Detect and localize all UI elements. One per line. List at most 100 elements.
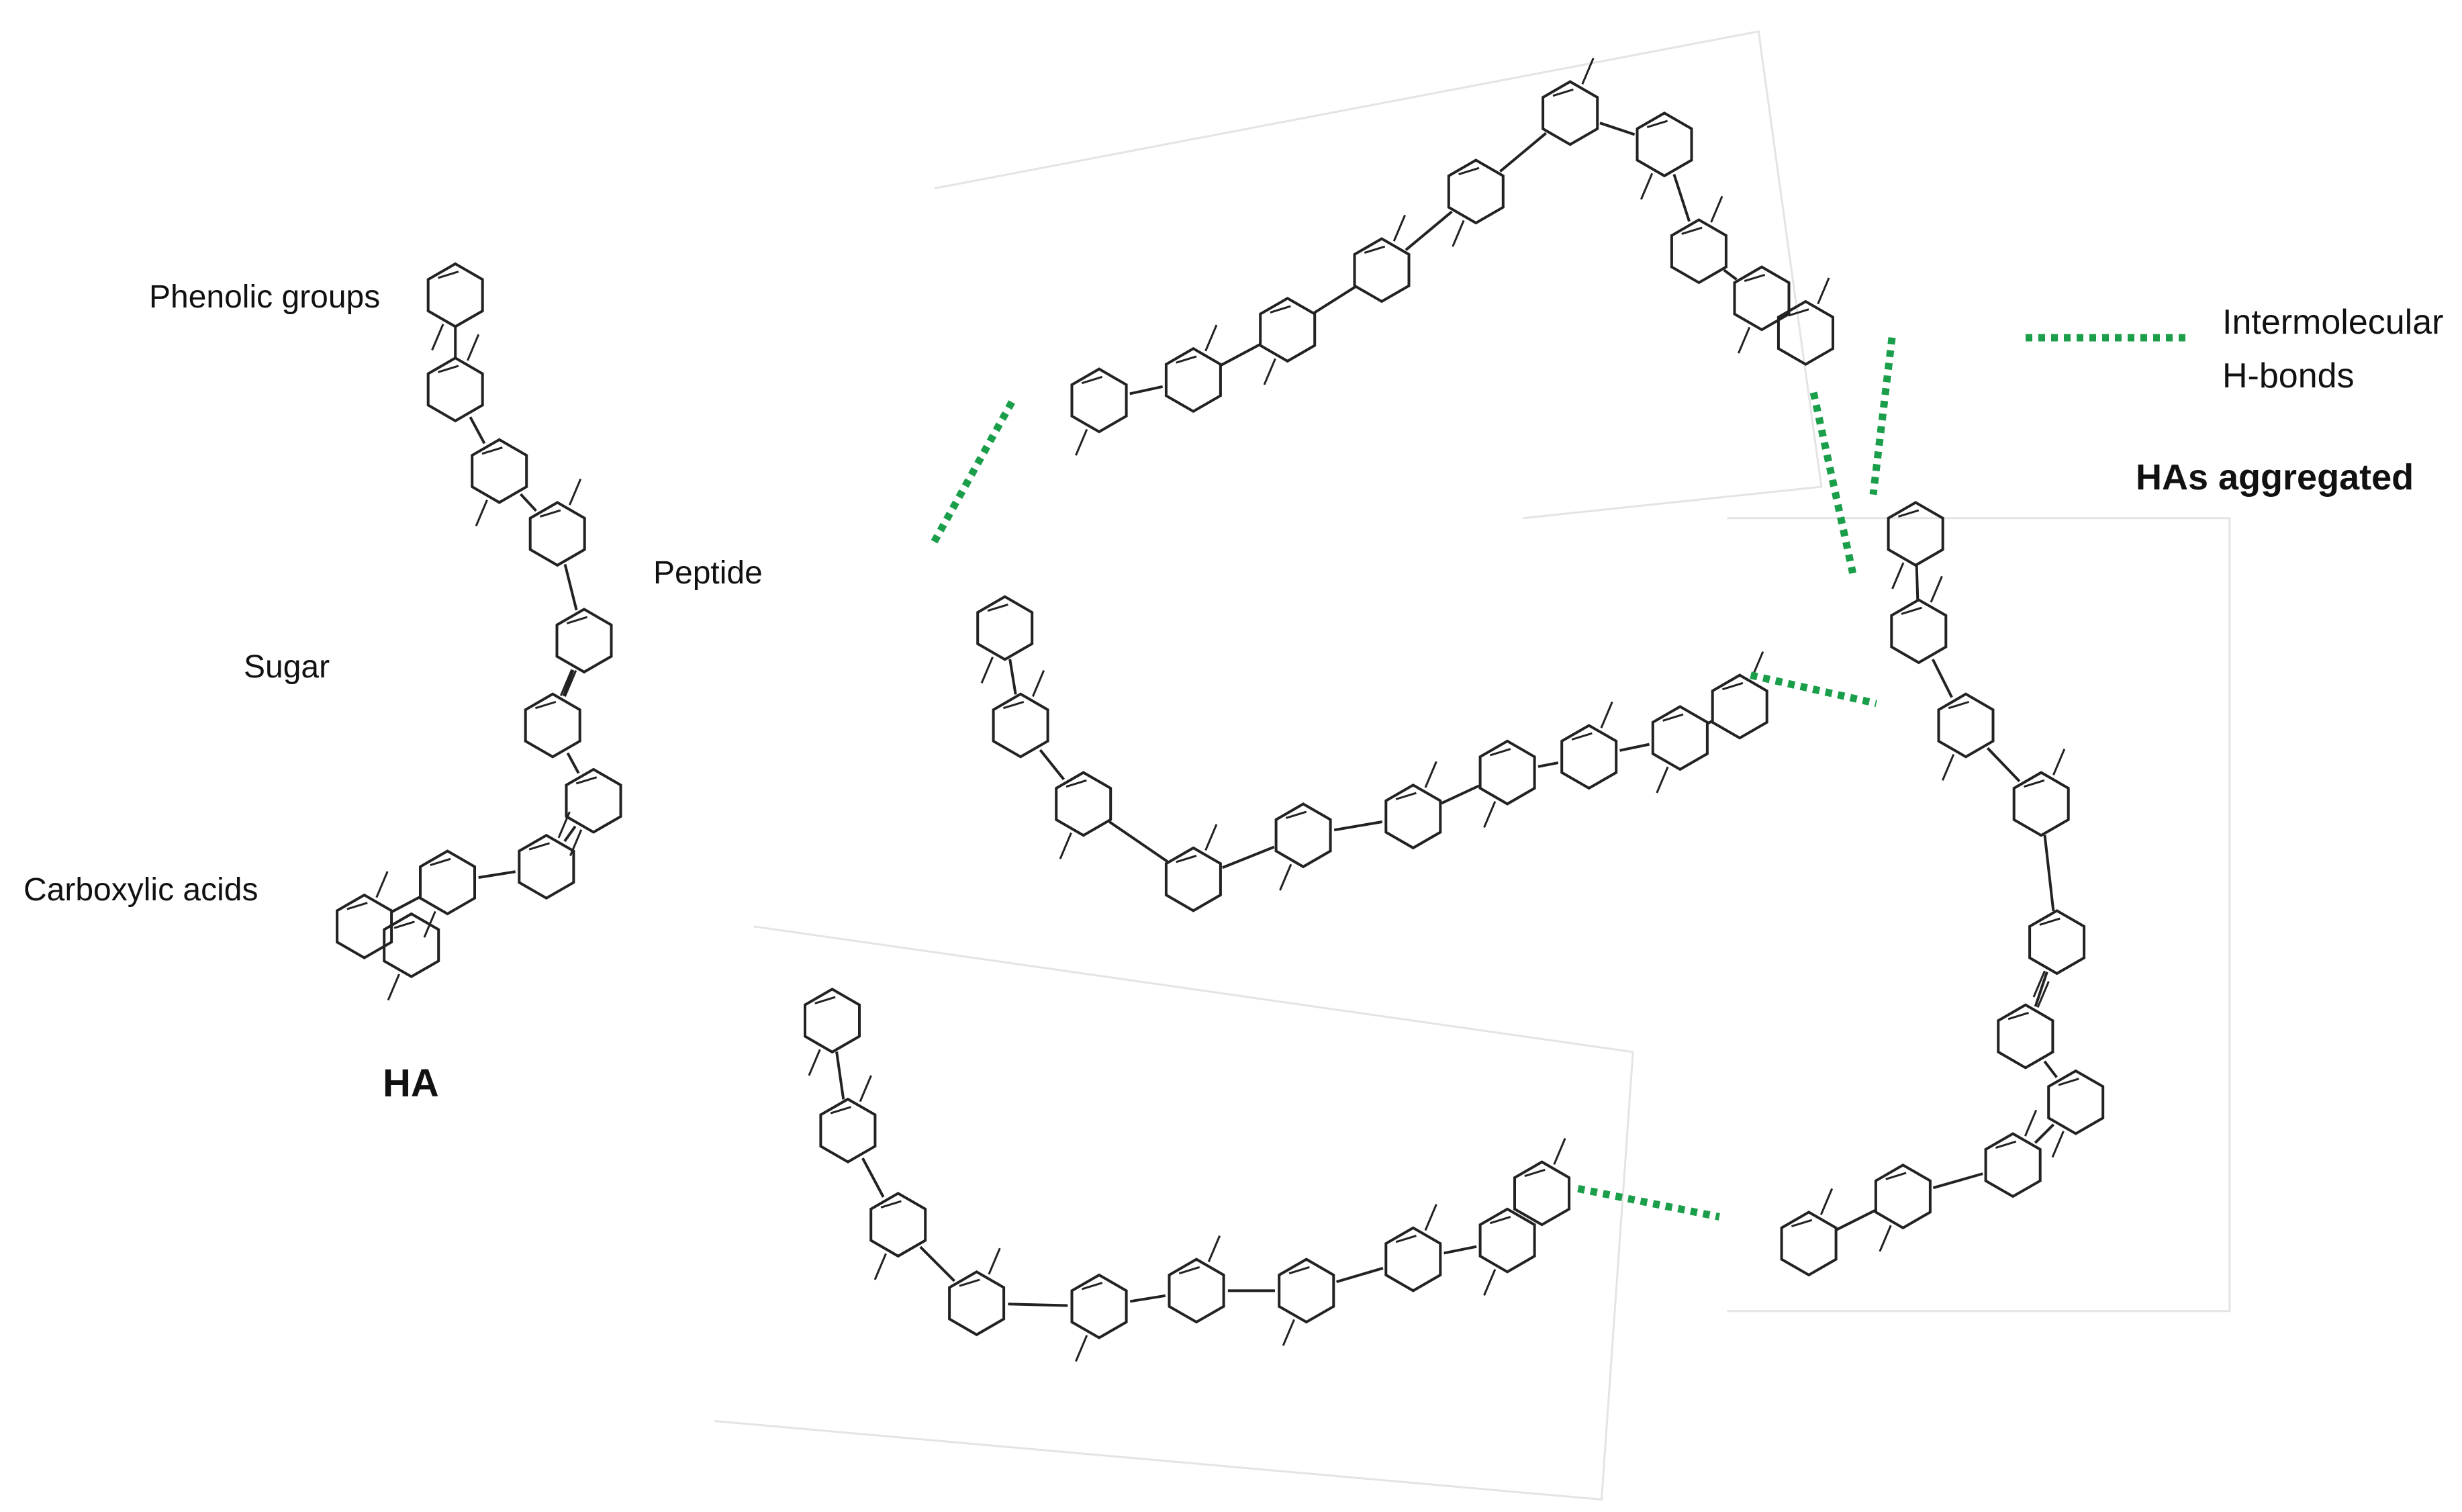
benzene-ring [426, 356, 484, 423]
substituent-bond [569, 478, 582, 506]
substituent-bond [873, 1253, 887, 1280]
substituent-bond [2036, 981, 2050, 1008]
substituent-bond [1640, 173, 1654, 200]
double-bond [438, 365, 459, 373]
hbond-line [1869, 337, 1896, 495]
bond [1475, 111, 1571, 193]
bond [1412, 771, 1508, 818]
double-bond [566, 616, 588, 624]
bond [1098, 378, 1194, 402]
molecule-frame [714, 925, 1634, 1501]
benzene-ring [1890, 598, 1948, 665]
ha-molecule [336, 262, 622, 1001]
double-bond [1885, 1172, 1907, 1180]
substituent-bond [1879, 1225, 1892, 1252]
substituent-bond [1737, 326, 1751, 354]
double-bond [1288, 1266, 1310, 1275]
double-bond [2039, 917, 2061, 926]
substituent-bond [559, 669, 573, 696]
benzene-ring [1070, 1273, 1128, 1339]
benzene-ring [1353, 237, 1411, 303]
benzene-ring [1651, 705, 1709, 771]
double-bond [1571, 732, 1593, 741]
bond [1413, 1239, 1508, 1261]
substituent-bond [1817, 277, 1830, 305]
benzene-ring [1164, 846, 1222, 912]
substituent-bond [2032, 970, 2046, 998]
bond [363, 925, 412, 947]
benzene-ring [976, 595, 1034, 661]
benzene-ring [1780, 1211, 1838, 1277]
double-bond [1285, 810, 1307, 819]
double-bond [1662, 713, 1684, 722]
benzene-ring [419, 849, 476, 916]
aggregated-molecule-top [1070, 57, 1834, 456]
double-bond [1364, 245, 1386, 254]
substituent-bond [1282, 1319, 1295, 1346]
label-peptide: Peptide [653, 555, 763, 591]
bond [1698, 250, 1763, 299]
substituent-bond [1031, 670, 1045, 697]
bond [1663, 144, 1701, 252]
bond [1914, 534, 1920, 632]
double-bond [1995, 1140, 2017, 1149]
substituent-bond [1392, 214, 1406, 242]
benzene-ring [1937, 692, 1995, 759]
bond [2011, 1101, 2077, 1166]
bond [551, 724, 595, 802]
double-bond [1788, 308, 1809, 317]
substituent-bond [1075, 428, 1088, 456]
double-bond [1002, 700, 1025, 710]
double-bond [1552, 88, 1574, 97]
bond [847, 1129, 900, 1226]
bond [1964, 724, 2042, 805]
benzene-ring [1278, 1258, 1335, 1324]
double-bond [1081, 1282, 1103, 1290]
bond [1917, 630, 1967, 726]
substituent-bond [1710, 195, 1723, 223]
bond [1082, 802, 1194, 881]
bond [363, 881, 448, 928]
substituent-bond [1204, 824, 1218, 851]
double-bond [1458, 167, 1480, 176]
substituent-bond [569, 829, 583, 857]
substituent-bond [475, 500, 488, 527]
substituent-bond [1483, 801, 1497, 829]
substituent-bond [1656, 766, 1669, 794]
double-bond [1395, 792, 1417, 800]
double-bond [1646, 120, 1668, 128]
double-bond [1176, 855, 1197, 863]
double-bond [393, 920, 415, 929]
molecule-frames [714, 30, 2231, 1501]
intermolecular-hbonds [931, 337, 1896, 1221]
double-bond [1395, 1235, 1417, 1243]
substituent-bond [1279, 863, 1292, 891]
substituent-bond [1424, 1204, 1437, 1231]
substituent-bond [1207, 1235, 1221, 1262]
benzene-ring [1447, 158, 1505, 225]
substituent-bond [1263, 358, 1276, 385]
benzene-ring [1478, 1207, 1536, 1274]
bond [2024, 941, 2058, 1037]
substituent-bond [1424, 761, 1437, 788]
double-bond [575, 776, 598, 785]
bond [2040, 804, 2058, 943]
hbond-line [1750, 671, 1877, 708]
bond [1303, 815, 1414, 837]
benzene-ring [426, 262, 484, 328]
substituent-bond [808, 1049, 821, 1076]
benzene-ring [1168, 1258, 1225, 1324]
double-bond [959, 1278, 980, 1287]
substituent-bond [1600, 701, 1613, 728]
label-sugar: Sugar [244, 649, 330, 685]
benzene-ring [1984, 1132, 2042, 1198]
substituent-bond [2051, 1131, 2065, 1158]
substituent-bond [1204, 324, 1218, 352]
benzene-ring [1513, 1160, 1571, 1227]
double-bond [1489, 1216, 1511, 1225]
bond [1192, 328, 1288, 381]
bond [1679, 705, 1741, 739]
benzene-ring [804, 987, 861, 1054]
substituent-bond [1452, 220, 1465, 247]
bond [1808, 1195, 1904, 1245]
